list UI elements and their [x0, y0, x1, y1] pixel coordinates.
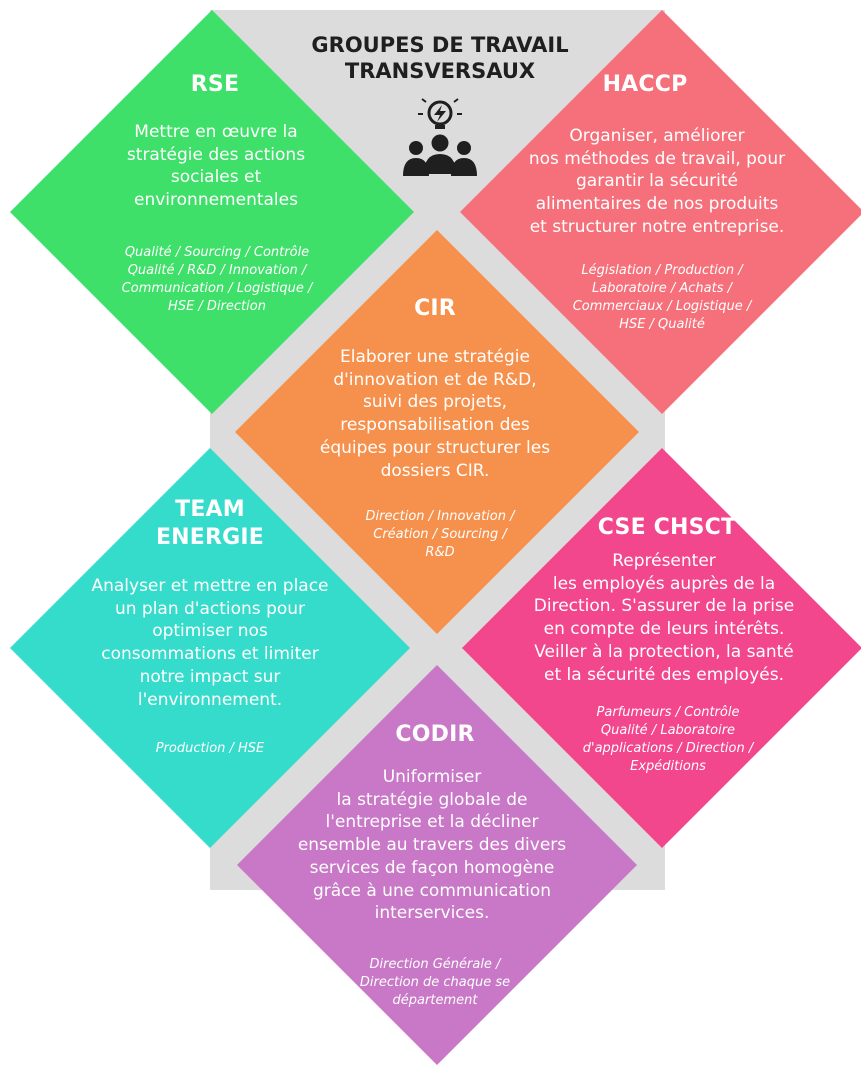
cse-chsct-description: Représenter les employés auprès de la Di…: [533, 551, 795, 685]
team-idea-icon: [403, 98, 477, 176]
team-energie-title: TEAM ENERGIE: [155, 497, 265, 550]
main-title: GROUPES DE TRAVAIL TRANSVERSAUX: [311, 33, 569, 83]
cir-title: CIR: [414, 296, 456, 321]
rse-description: Mettre en œuvre la stratégie des actions…: [126, 122, 306, 211]
codir-departments: Direction Générale / Direction de chaque…: [359, 957, 511, 1008]
cir-description: Elaborer une stratégie d'innovation et d…: [319, 347, 551, 481]
cse-chsct-departments: Parfumeurs / Contrôle Qualité / Laborato…: [582, 705, 754, 774]
codir-diamond: [237, 665, 637, 1065]
rse-departments: Qualité / Sourcing / Contrôle Qualité / …: [121, 245, 313, 314]
cse-chsct-diamond: [462, 448, 861, 848]
cir-diamond: [235, 230, 639, 634]
codir-description: Uniformiser la stratégie globale de l'en…: [297, 767, 567, 924]
haccp-description: Organiser, améliorer nos méthodes de tra…: [528, 126, 786, 237]
team-energie-diamond: [10, 448, 410, 848]
haccp-diamond: [460, 10, 861, 414]
haccp-title: HACCP: [602, 72, 688, 97]
cse-chsct-title: CSE CHSCT: [597, 515, 737, 540]
team-energie-departments: Production / HSE: [155, 741, 265, 756]
cir-departments: Direction / Innovation / Création / Sour…: [365, 509, 515, 560]
team-energie-description: Analyser et mettre en place un plan d'ac…: [91, 576, 329, 710]
haccp-departments: Législation / Production / Laboratoire /…: [572, 263, 752, 332]
rse-diamond: [10, 10, 414, 414]
codir-title: CODIR: [395, 722, 475, 747]
rse-title: RSE: [190, 72, 240, 97]
